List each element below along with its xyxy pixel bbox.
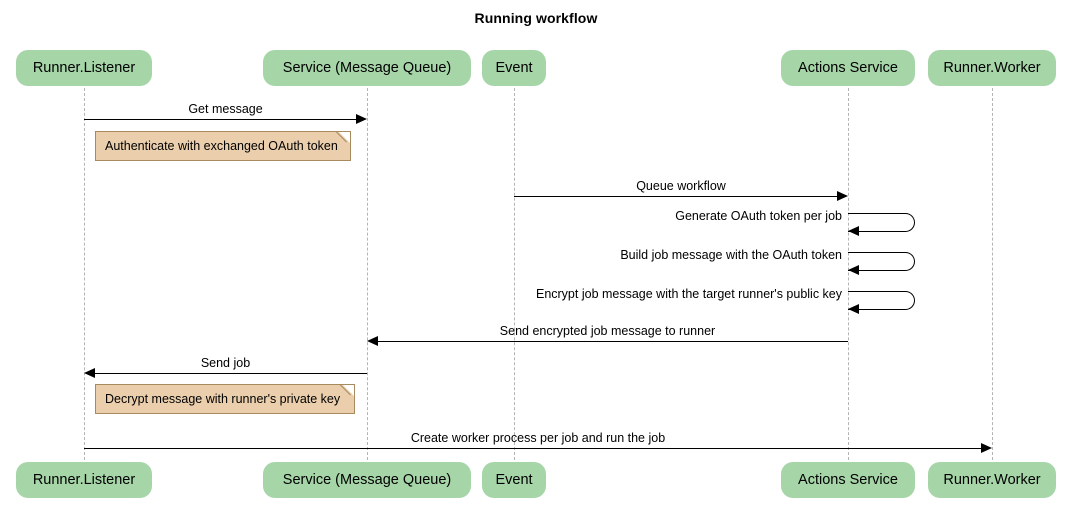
message-label-create-worker-process: Create worker process per job and run th… bbox=[410, 431, 666, 445]
selfloop-build-job-message bbox=[848, 252, 915, 271]
arrowhead-get-message bbox=[356, 114, 367, 124]
participant-service-message-queue-bottom[interactable]: Service (Message Queue) bbox=[263, 462, 471, 498]
message-label-build-job-message: Build job message with the OAuth token bbox=[620, 248, 842, 262]
lifeline-service-message-queue bbox=[367, 88, 368, 460]
selfloop-generate-oauth-token bbox=[848, 213, 915, 232]
arrowhead-send-encrypted-job-message bbox=[367, 336, 378, 346]
message-line-get-message bbox=[84, 119, 356, 120]
arrowhead-generate-oauth-token bbox=[848, 226, 859, 236]
message-label-send-job: Send job bbox=[200, 356, 251, 370]
participant-label: Event bbox=[495, 60, 533, 76]
participant-runner-worker-bottom[interactable]: Runner.Worker bbox=[928, 462, 1056, 498]
participant-label: Service (Message Queue) bbox=[282, 472, 452, 488]
participant-label: Actions Service bbox=[798, 60, 898, 76]
note-decrypt: Decrypt message with runner's private ke… bbox=[95, 384, 355, 414]
note-fold-corner bbox=[339, 132, 350, 143]
message-label-get-message: Get message bbox=[188, 102, 263, 116]
participant-label: Runner.Listener bbox=[32, 60, 136, 76]
message-label-generate-oauth-token: Generate OAuth token per job bbox=[675, 209, 842, 223]
participant-label: Event bbox=[495, 472, 533, 488]
arrowhead-queue-workflow bbox=[837, 191, 848, 201]
participant-label: Runner.Worker bbox=[943, 60, 1041, 76]
lifeline-event bbox=[514, 88, 515, 460]
participant-event-top[interactable]: Event bbox=[482, 50, 546, 86]
arrowhead-send-job bbox=[84, 368, 95, 378]
note-fold-corner bbox=[343, 385, 354, 396]
lifeline-runner-worker bbox=[992, 88, 993, 460]
message-line-queue-workflow bbox=[514, 196, 837, 197]
lifeline-runner-listener bbox=[84, 88, 85, 460]
participant-label: Runner.Listener bbox=[32, 472, 136, 488]
note-authenticate: Authenticate with exchanged OAuth token bbox=[95, 131, 351, 161]
participant-actions-service-top[interactable]: Actions Service bbox=[781, 50, 915, 86]
message-line-send-job bbox=[95, 373, 367, 374]
arrowhead-create-worker-process bbox=[981, 443, 992, 453]
participant-runner-listener-bottom[interactable]: Runner.Listener bbox=[16, 462, 152, 498]
diagram-title: Running workflow bbox=[474, 10, 598, 26]
arrowhead-build-job-message bbox=[848, 265, 859, 275]
message-label-encrypt-job-message: Encrypt job message with the target runn… bbox=[535, 287, 842, 301]
message-label-send-encrypted-job-message: Send encrypted job message to runner bbox=[499, 324, 716, 338]
note-text: Decrypt message with runner's private ke… bbox=[105, 392, 341, 406]
participant-label: Service (Message Queue) bbox=[282, 60, 452, 76]
participant-service-message-queue-top[interactable]: Service (Message Queue) bbox=[263, 50, 471, 86]
message-line-send-encrypted-job-message bbox=[378, 341, 848, 342]
message-line-create-worker-process bbox=[84, 448, 981, 449]
participant-label: Actions Service bbox=[798, 472, 898, 488]
arrowhead-encrypt-job-message bbox=[848, 304, 859, 314]
note-text: Authenticate with exchanged OAuth token bbox=[105, 139, 338, 153]
participant-runner-listener-top[interactable]: Runner.Listener bbox=[16, 50, 152, 86]
selfloop-encrypt-job-message bbox=[848, 291, 915, 310]
participant-runner-worker-top[interactable]: Runner.Worker bbox=[928, 50, 1056, 86]
message-label-queue-workflow: Queue workflow bbox=[636, 179, 726, 193]
participant-label: Runner.Worker bbox=[943, 472, 1041, 488]
participant-actions-service-bottom[interactable]: Actions Service bbox=[781, 462, 915, 498]
participant-event-bottom[interactable]: Event bbox=[482, 462, 546, 498]
